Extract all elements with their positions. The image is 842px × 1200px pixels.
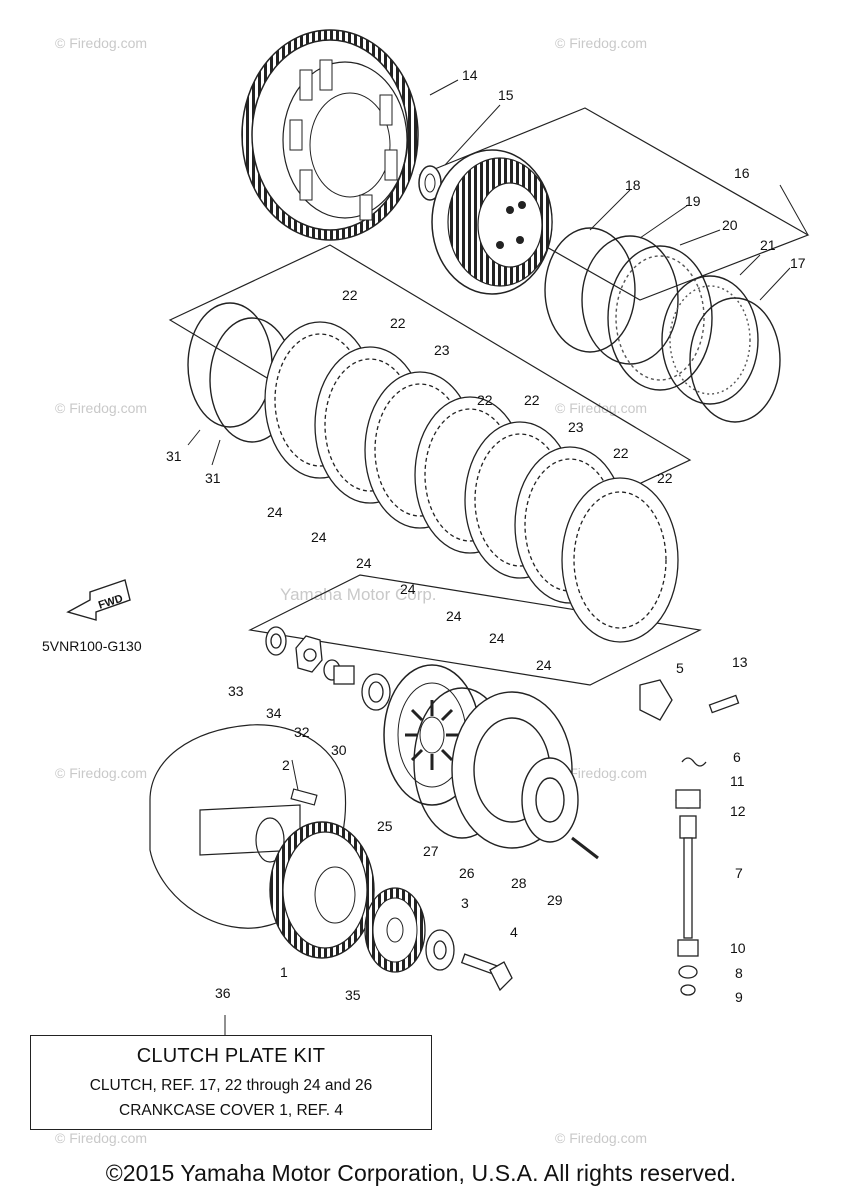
plate-stack [264,321,679,643]
push-rod-assembly [639,679,740,996]
diagram-code: 5VNR100-G130 [42,638,142,654]
washer-bolt [425,929,513,992]
watermark-text: © Firedog.com [555,1130,647,1146]
callout-31: 31 [205,470,221,486]
callout-22: 22 [613,445,629,461]
callout-4: 4 [510,924,518,940]
callout-15: 15 [498,87,514,103]
callout-24: 24 [446,608,462,624]
watermark-text: © Firedog.com [55,35,147,51]
callout-29: 29 [547,892,563,908]
watermark-text: © Firedog.com [555,400,647,416]
callout-16: 16 [734,165,750,181]
callout-20: 20 [722,217,738,233]
callout-8: 8 [735,965,743,981]
pressure-plate [383,664,481,806]
callout-1: 1 [280,964,288,980]
spacer-plate [364,887,426,973]
callout-3: 3 [461,895,469,911]
callout-32: 32 [294,724,310,740]
callout-labels: 14 15 16 18 19 20 21 17 22 22 23 22 22 2… [166,67,806,1005]
callout-19: 19 [685,193,701,209]
callout-27: 27 [423,843,439,859]
callout-33: 33 [228,683,244,699]
callout-7: 7 [735,865,743,881]
lower-plates [413,687,599,860]
callout-24: 24 [267,504,283,520]
primary-gear [269,821,375,959]
leader-lines [187,79,809,1035]
callout-24: 24 [400,581,416,597]
callout-12: 12 [730,803,746,819]
callout-13: 13 [732,654,748,670]
copyright-notice: ©2015 Yamaha Motor Corporation, U.S.A. A… [105,1160,737,1186]
center-watermark: Yamaha Motor Corp. [280,585,437,604]
callout-17: 17 [790,255,806,271]
callout-11: 11 [730,773,745,789]
upper-plates [544,227,781,423]
callout-24: 24 [311,529,327,545]
callout-24: 24 [489,630,505,646]
callout-34: 34 [266,705,282,721]
callout-14: 14 [462,67,478,83]
watermark-text: © Firedog.com [55,400,147,416]
callout-30: 30 [331,742,347,758]
kit-line-cover: CRANKCASE COVER 1, REF. 4 [119,1102,343,1119]
callout-26: 26 [459,865,475,881]
callout-28: 28 [511,875,527,891]
callout-2: 2 [282,757,290,773]
clutch-plate-kit-box: CLUTCH PLATE KIT CLUTCH, REF. 17, 22 thr… [30,1035,432,1130]
watermark-text: © Firedog.com [55,1130,147,1146]
callout-25: 25 [377,818,393,834]
callout-6: 6 [733,749,741,765]
callout-35: 35 [345,987,361,1003]
callout-10: 10 [730,940,746,956]
watermark-text: © Firedog.com [55,765,147,781]
callout-23: 23 [434,342,450,358]
clutch-boss [431,149,553,295]
callout-24: 24 [536,657,552,673]
kit-line-clutch: CLUTCH, REF. 17, 22 through 24 and 26 [89,1077,373,1094]
callout-21: 21 [760,237,776,253]
callout-22: 22 [390,315,406,331]
callout-22: 22 [477,392,493,408]
callout-22: 22 [657,470,673,486]
callout-36: 36 [215,985,231,1001]
callout-9: 9 [735,989,743,1005]
callout-31: 31 [166,448,182,464]
small-parts [265,626,391,711]
callout-5: 5 [676,660,684,676]
callout-23: 23 [568,419,584,435]
watermark-text: © Firedog.com [555,765,647,781]
callout-22: 22 [524,392,540,408]
callout-22: 22 [342,287,358,303]
clutch-housing [241,29,419,241]
fwd-arrow: FWD [66,579,131,621]
callout-18: 18 [625,177,641,193]
watermark-text: © Firedog.com [555,35,647,51]
callout-24: 24 [356,555,372,571]
kit-title: CLUTCH PLATE KIT [136,1045,326,1067]
